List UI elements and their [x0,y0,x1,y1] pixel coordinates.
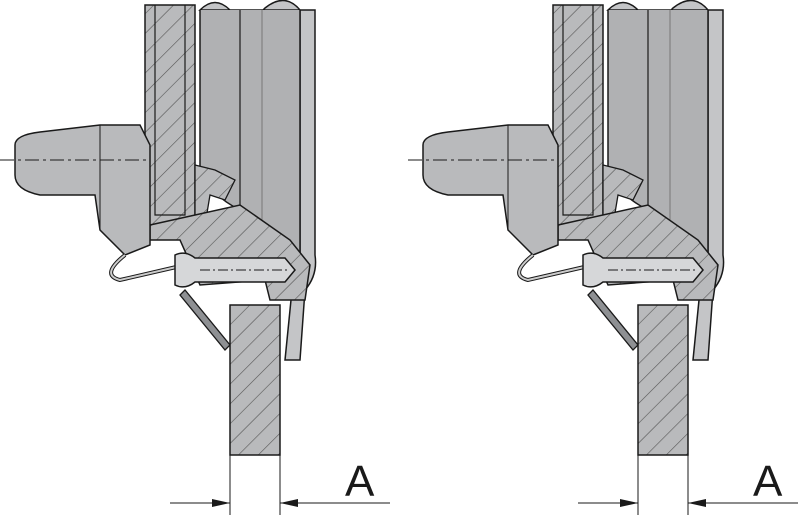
dimension-label-left: A [345,457,375,506]
figure-right: A [406,0,800,518]
figure-left: A [0,0,392,518]
dimension-label-right: A [753,457,783,506]
